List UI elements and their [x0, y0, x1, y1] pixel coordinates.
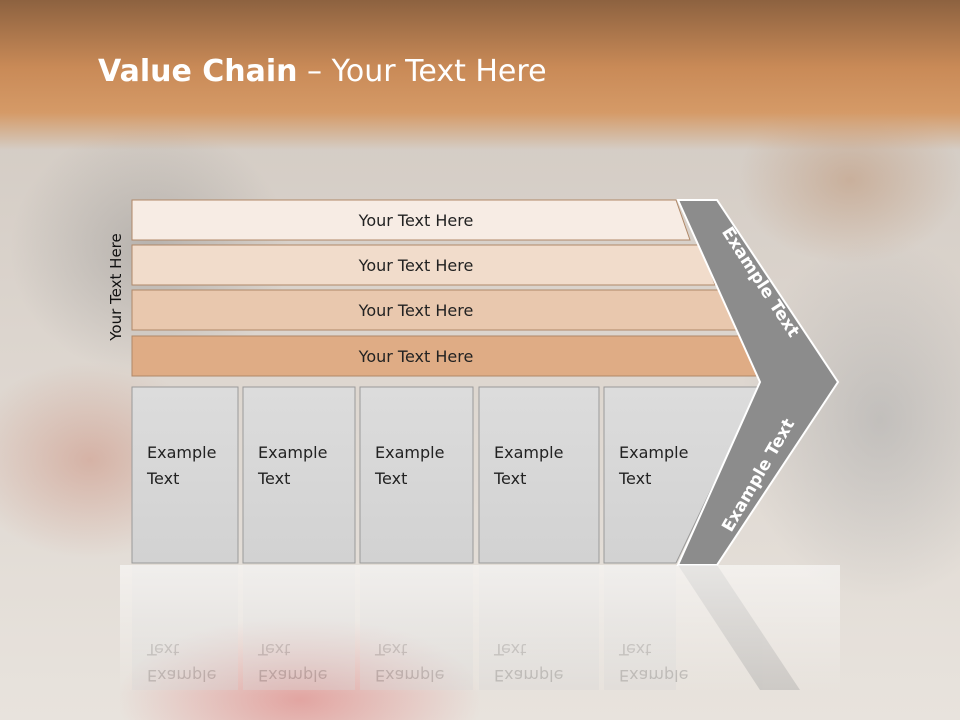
- title-rest: – Your Text Here: [297, 54, 547, 89]
- column-label-3-line2: Text: [374, 469, 407, 488]
- column-label-1-line2: Text: [146, 469, 179, 488]
- column-label-4-line2: Text: [493, 469, 526, 488]
- column-box-1: [131, 386, 239, 564]
- reflection-fade: [120, 565, 840, 695]
- title-banner: [0, 0, 960, 150]
- column-label-4-line1: Example: [494, 443, 563, 462]
- slide-title: Value Chain – Your Text Here: [98, 54, 547, 89]
- row-bar-2: [131, 244, 716, 286]
- row-label-2: Your Text Here: [358, 256, 474, 275]
- row-bar-1: [131, 199, 691, 241]
- column-label-1-line1: Example: [147, 443, 216, 462]
- column-box-5: [603, 386, 761, 564]
- title-bold: Value Chain: [98, 54, 298, 89]
- row-label-4: Your Text Here: [358, 347, 474, 366]
- column-box-4: [478, 386, 600, 564]
- chevron-arrow: [676, 199, 840, 566]
- column-label-2-line2: Text: [257, 469, 290, 488]
- column-box-2: [242, 386, 356, 564]
- column-label-5-line1: Example: [619, 443, 688, 462]
- column-label-2-line1: Example: [258, 443, 327, 462]
- column-box-3: [359, 386, 474, 564]
- row-label-1: Your Text Here: [358, 211, 474, 230]
- column-label-3-line1: Example: [375, 443, 444, 462]
- column-label-5-line2: Text: [618, 469, 651, 488]
- row-label-3: Your Text Here: [358, 301, 474, 320]
